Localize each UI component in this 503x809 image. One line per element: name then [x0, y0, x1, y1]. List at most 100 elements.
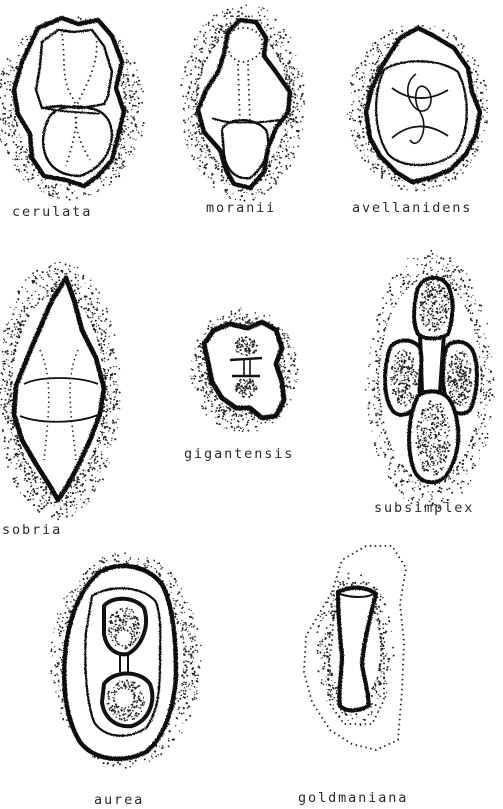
- stipple-dot: [376, 451, 377, 452]
- stipple-dot: [470, 480, 471, 481]
- stipple-dot: [123, 50, 124, 51]
- stipple-dot: [246, 192, 247, 193]
- stipple-dot: [62, 270, 63, 271]
- stipple-dot: [132, 96, 134, 98]
- stipple-dot: [33, 490, 35, 492]
- stipple-dot: [292, 73, 294, 75]
- stipple-dot: [38, 511, 40, 513]
- stipple-dot: [184, 102, 185, 103]
- stipple-dot: [14, 440, 15, 441]
- stipple-dot: [7, 58, 9, 60]
- stipple-dot: [209, 320, 211, 322]
- stipple-dot: [269, 44, 270, 45]
- stipple-dot: [91, 293, 93, 295]
- stipple-dot: [369, 78, 371, 80]
- stipple-dot: [436, 274, 438, 276]
- stipple-dot: [462, 280, 464, 282]
- stipple-dot: [80, 306, 82, 308]
- stipple-dot: [75, 274, 77, 276]
- stipple-dot: [14, 323, 16, 325]
- stipple-dot: [474, 151, 476, 153]
- stipple-dot: [286, 68, 287, 69]
- stipple-dot: [211, 36, 213, 38]
- stipple-dot: [478, 65, 480, 67]
- stipple-dot: [206, 391, 207, 392]
- stipple-dot: [88, 469, 90, 471]
- stipple-dot: [247, 347, 248, 348]
- stipple-dot: [98, 292, 100, 294]
- stipple-dot: [231, 311, 233, 313]
- stipple-dot: [92, 314, 93, 315]
- stipple-dot: [379, 414, 381, 416]
- stipple-dot: [105, 372, 107, 374]
- stipple-dot: [351, 130, 353, 132]
- stipple-dot: [478, 413, 479, 414]
- stipple-dot: [201, 405, 203, 407]
- stipple-dot: [14, 164, 16, 166]
- stipple-dot: [471, 72, 473, 74]
- stipple-dot: [2, 351, 4, 353]
- stipple-dot: [101, 457, 103, 459]
- stipple-dot: [19, 159, 20, 160]
- stipple-dot: [94, 313, 96, 315]
- stipple-dot: [136, 70, 137, 71]
- stipple-dot: [438, 271, 439, 272]
- stipple-dot: [368, 405, 369, 406]
- specimen-moranii: [180, 4, 305, 201]
- stipple-dot: [0, 118, 1, 119]
- stipple-dot: [230, 15, 232, 17]
- stipple-dot: [131, 115, 132, 116]
- stipple-dot: [7, 415, 9, 417]
- stipple-dot: [187, 119, 188, 120]
- stipple-dot: [487, 112, 488, 113]
- stipple-dot: [35, 477, 37, 479]
- stipple-dot: [235, 415, 237, 417]
- stipple-dot: [426, 257, 427, 258]
- stipple-dot: [47, 290, 49, 292]
- stipple-dot: [110, 324, 111, 325]
- stipple-dot: [209, 50, 211, 52]
- stipple-dot: [4, 437, 6, 439]
- stipple-dot: [388, 317, 390, 319]
- stipple-dot: [422, 183, 424, 185]
- stipple-dot: [121, 166, 122, 167]
- stipple-dot: [251, 15, 252, 16]
- stipple-dot: [453, 473, 454, 474]
- stipple-dot: [116, 163, 118, 165]
- stipple-dot: [448, 35, 449, 36]
- stipple-dot: [369, 420, 370, 421]
- stipple-dot: [447, 275, 448, 276]
- stipple-dot: [302, 116, 304, 118]
- specimen-sobria: [0, 262, 121, 521]
- stipple-dot: [90, 285, 92, 287]
- stipple-dot: [460, 487, 462, 489]
- stipple-dot: [76, 482, 77, 483]
- stipple-dot: [226, 406, 227, 407]
- stipple-dot: [368, 383, 370, 385]
- stipple-dot: [97, 298, 99, 300]
- stipple-dot: [245, 350, 247, 352]
- stipple-dot: [195, 387, 196, 388]
- stipple-dot: [367, 56, 369, 58]
- stipple-dot: [58, 276, 60, 278]
- stipple-dot: [372, 164, 374, 166]
- stipple-dot: [65, 497, 67, 499]
- stipple-dot: [108, 370, 110, 372]
- stipple-dot: [8, 441, 10, 443]
- stipple-dot: [3, 118, 5, 120]
- stipple-dot: [225, 321, 227, 323]
- stipple-dot: [15, 67, 17, 69]
- stipple-dot: [200, 350, 202, 352]
- stipple-dot: [42, 298, 44, 300]
- stipple-dot: [105, 335, 107, 337]
- stipple-dot: [483, 364, 485, 366]
- stipple-dot: [115, 422, 117, 424]
- stipple-dot: [372, 75, 374, 77]
- stipple-dot: [414, 490, 415, 491]
- stipple-dot: [398, 470, 400, 472]
- stipple-dot: [481, 92, 483, 94]
- stipple-dot: [278, 31, 280, 33]
- stipple-dot: [19, 314, 20, 315]
- stipple-dot: [426, 283, 428, 285]
- stipple-dot: [188, 105, 190, 107]
